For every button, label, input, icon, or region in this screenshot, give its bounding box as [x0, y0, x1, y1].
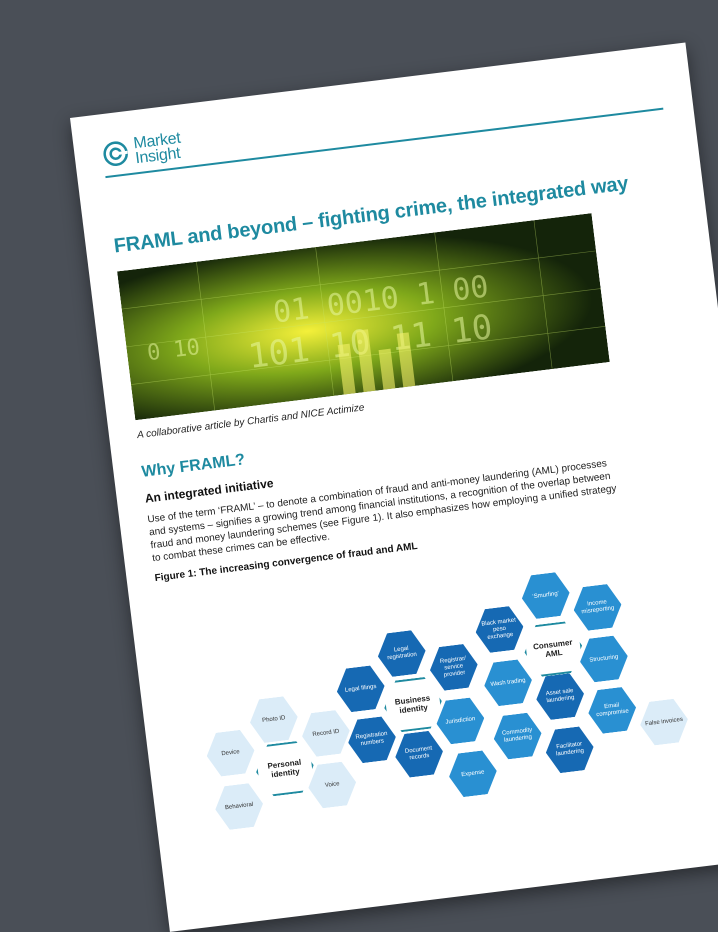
market-insight-logo: Market Insight	[101, 130, 183, 170]
hex-document-records: Document records	[393, 729, 446, 779]
hex-photo-id: Photo ID	[247, 695, 300, 745]
convergence-figure: ‘Smurfing’ Income misreporting Black mar…	[70, 42, 718, 931]
hex-false-invoices: False invoices	[638, 697, 691, 747]
hex-voice: Voice	[306, 760, 359, 810]
hex-consumer-aml: Consumer AML	[521, 620, 585, 679]
hex-asset-sale-laundering: Asset sale laundering	[534, 672, 587, 722]
hex-black-market-peso: Black market peso exchange	[473, 605, 526, 655]
hex-facilitator-laundering: Facilitator laundering	[543, 725, 596, 775]
hero-image: 01 0010 1 00 101 10 11 10 0 10	[117, 213, 610, 421]
hex-structuring: Structuring	[577, 634, 630, 684]
hex-email-compromise: Email compromise	[586, 686, 639, 736]
hex-commodity-laundering: Commodity laundering	[491, 711, 544, 761]
hex-behavioral: Behavioral	[213, 782, 266, 832]
hex-registrar: Registrar/ service provider	[427, 643, 480, 693]
hex-record-id: Record ID	[299, 709, 352, 759]
hex-registration-numbers: Registration numbers	[346, 715, 399, 765]
document-page: Market Insight FRAML and beyond – fighti…	[70, 42, 718, 932]
hex-wash-trading: Wash trading	[482, 658, 535, 708]
hex-device: Device	[204, 728, 257, 778]
hex-legal-filings: Legal filings	[334, 664, 387, 714]
hex-business-identity: Business identity	[381, 675, 445, 734]
hex-personal-identity: Personal identity	[253, 739, 317, 798]
market-insight-logo-icon	[103, 141, 128, 166]
hex-legal-registration: Legal registration	[375, 629, 428, 679]
hex-smurfing: ‘Smurfing’	[519, 571, 572, 621]
hex-expense: Expense	[446, 749, 499, 799]
hex-income-misreporting: Income misreporting	[571, 583, 624, 633]
hex-jurisdiction: Jurisdiction	[434, 696, 487, 746]
